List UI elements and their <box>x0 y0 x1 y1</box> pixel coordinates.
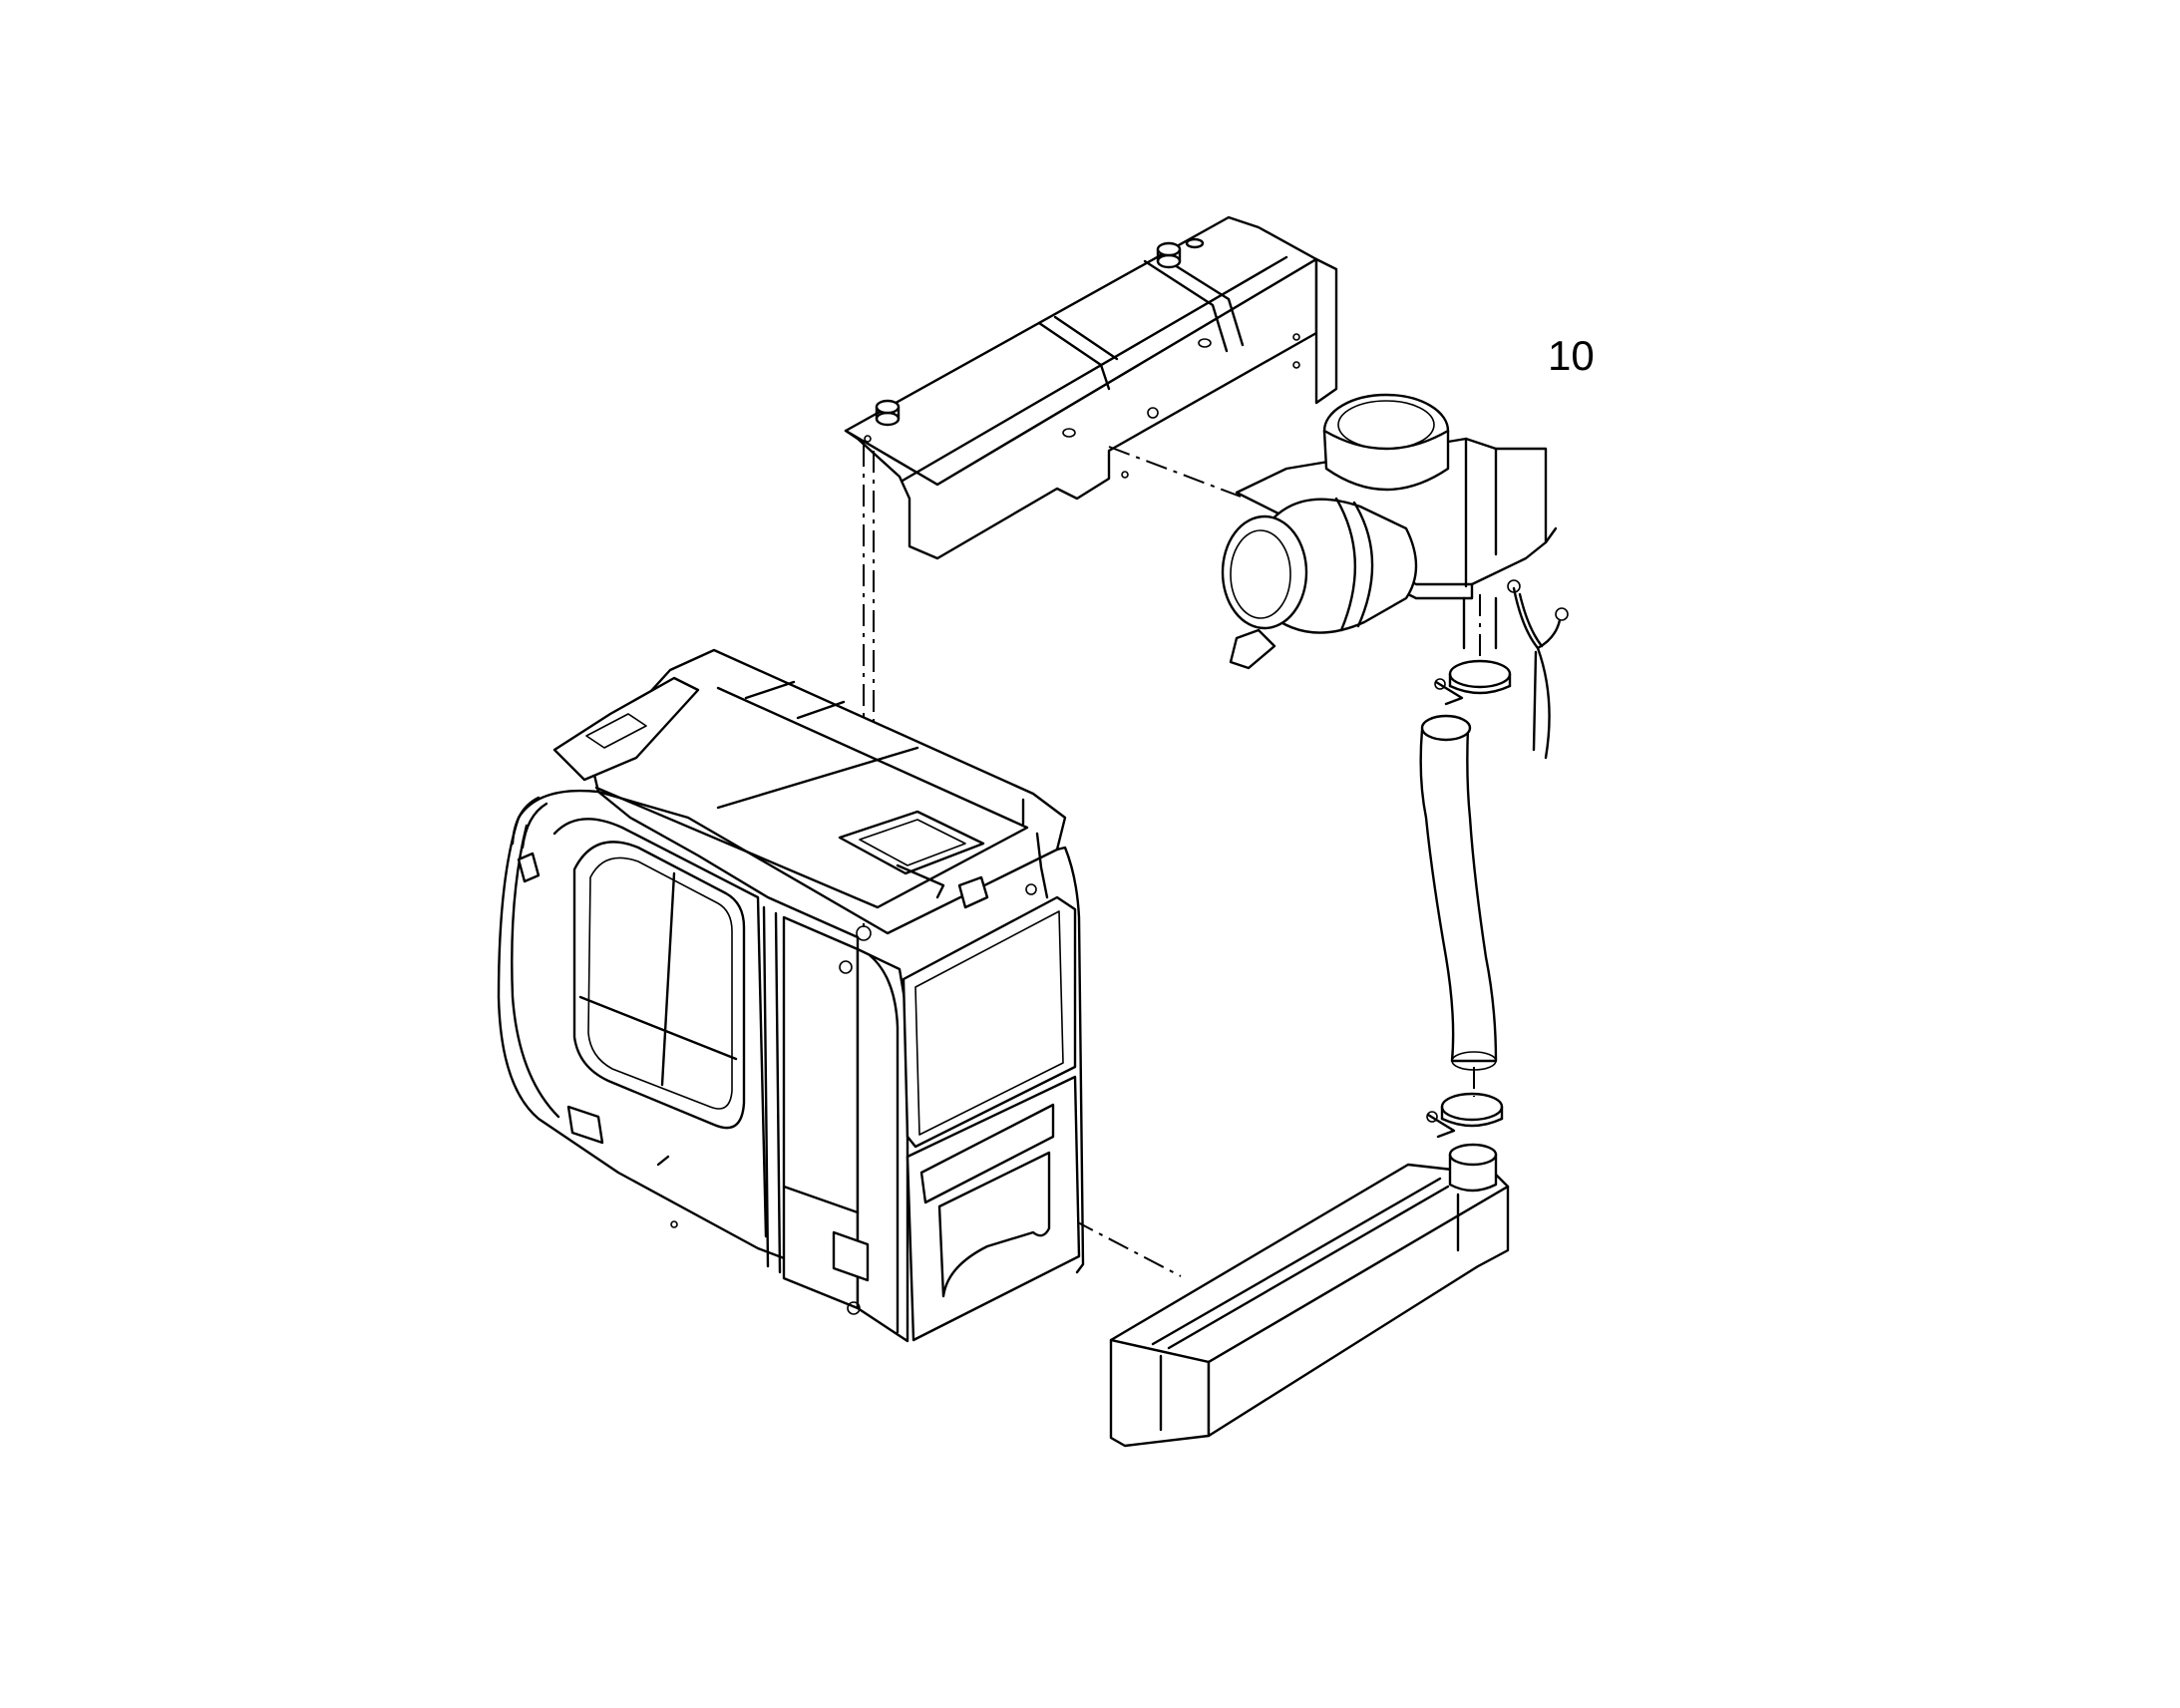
air-cleaner-unit <box>1221 393 1558 670</box>
upper-hose-clamp <box>1434 659 1512 706</box>
lower-hose-clamp <box>1426 1092 1504 1139</box>
lower-air-duct <box>1109 1143 1510 1448</box>
intake-hose <box>1419 714 1498 1071</box>
operator-cab <box>497 648 1085 1343</box>
upper-air-duct <box>844 215 1338 560</box>
callout-number: 10 <box>1548 332 1595 379</box>
wire-harness <box>1507 579 1569 760</box>
